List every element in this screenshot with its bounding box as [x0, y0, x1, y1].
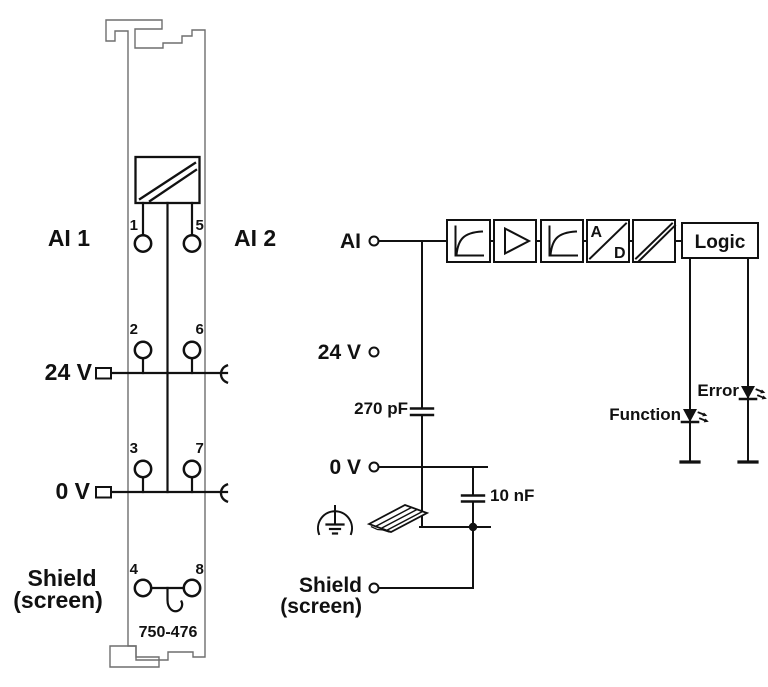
capacitor-10nf-label: 10 nF [490, 486, 534, 505]
junction-dot [468, 522, 478, 532]
din-rail-body [366, 504, 430, 533]
din-rail-flange-2 [380, 508, 419, 530]
terminal-number-7: 7 [196, 440, 204, 457]
schematic-label-shield: Shield [299, 574, 362, 597]
din-rail-flange-1 [374, 506, 413, 528]
terminal-contact-1 [133, 234, 153, 253]
power-jumper-contact-icon-24v [219, 364, 229, 384]
terminal-contact-7 [182, 459, 202, 479]
terminal-contact-4 [133, 578, 153, 598]
terminal-number-1: 1 [130, 217, 138, 234]
led-light-arrowhead [703, 418, 709, 423]
terminal-number-2: 2 [130, 321, 138, 338]
isolation-diagonal-2 [148, 168, 198, 203]
terminal-contact-2 [133, 340, 153, 360]
schematic-label-ai: AI [340, 230, 361, 253]
terminal-contact-8 [182, 578, 202, 598]
power-jumper-contact-icon-0v [219, 483, 229, 503]
earth-arc [317, 510, 353, 536]
terminal-contact-5 [182, 234, 202, 253]
io-module-drawing: 1 5 2 6 3 7 4 8 AI 1 AI 2 24 V 0 V Shiel… [13, 19, 276, 668]
terminal-contacts [133, 234, 202, 598]
shield-hook [166, 586, 184, 613]
capacitor-10nf-icon [460, 494, 486, 503]
terminal-contact-3 [133, 459, 153, 479]
capacitor-270pf-label: 270 pF [354, 399, 408, 418]
terminal-number-8: 8 [196, 561, 204, 578]
led-triangle [683, 409, 697, 422]
0v-field-connector-icon [95, 486, 112, 499]
isolation-diagonal-1 [138, 161, 197, 201]
led-light-arrowhead [761, 395, 767, 400]
led-light-arrowhead [702, 412, 708, 417]
din-rail-end-cap [370, 526, 390, 533]
label-screen: (screen) [13, 587, 102, 613]
input-terminal-ai [368, 235, 380, 247]
function-led-label: Function [609, 405, 681, 424]
module-housing-outline [105, 19, 206, 661]
processing-blocks [446, 219, 759, 263]
terminal-number-5: 5 [196, 217, 204, 234]
input-terminal-24v [368, 346, 380, 358]
logic-label: Logic [695, 232, 746, 253]
led-icon-function [680, 409, 709, 424]
label-0v: 0 V [55, 478, 90, 504]
adc-label-d: D [614, 245, 626, 262]
24v-field-connector-icon [95, 367, 112, 380]
label-shield: Shield [27, 565, 96, 591]
din-rail-flange-3 [385, 510, 424, 532]
schematic-input-terminals [368, 235, 380, 594]
filter-curve [549, 230, 578, 257]
adc-diagonal [588, 222, 628, 260]
input-terminal-0v [368, 461, 380, 473]
schematic-label-24v: 24 V [318, 341, 361, 364]
schematic-wires [377, 240, 749, 589]
terminal-number-4: 4 [130, 561, 139, 578]
functional-earth-icon [317, 505, 353, 536]
module-isolation-symbol [134, 155, 201, 205]
led-light-arrowhead [760, 389, 766, 394]
terminal-contact-6 [182, 340, 202, 360]
error-led-label: Error [697, 381, 739, 400]
isolation-diagonal-2 [637, 224, 677, 263]
schematic-label-screen: (screen) [280, 595, 362, 618]
amplifier-triangle [504, 226, 532, 256]
capacitor-270pf-icon [409, 407, 435, 417]
terminal-number-3: 3 [130, 440, 138, 457]
adc-label-a: A [591, 224, 603, 241]
schematic-drawing: AI 24 V 0 V Shield (screen) [280, 219, 767, 618]
logic-block [681, 222, 759, 259]
module-release-foot [109, 645, 160, 668]
din-rail-icon [366, 504, 430, 533]
terminal-number-6: 6 [196, 321, 204, 338]
led-icon-error [738, 386, 767, 401]
led-triangle [741, 386, 755, 399]
filter-curve [455, 230, 484, 257]
input-terminal-shield [368, 582, 380, 594]
label-ai2: AI 2 [234, 225, 276, 251]
module-wires [109, 201, 229, 613]
schematic-label-0v: 0 V [329, 456, 361, 479]
label-ai1: AI 1 [48, 225, 90, 251]
isolation-diagonal-1 [634, 222, 674, 260]
label-24v: 24 V [45, 359, 93, 385]
part-number: 750-476 [139, 624, 198, 641]
